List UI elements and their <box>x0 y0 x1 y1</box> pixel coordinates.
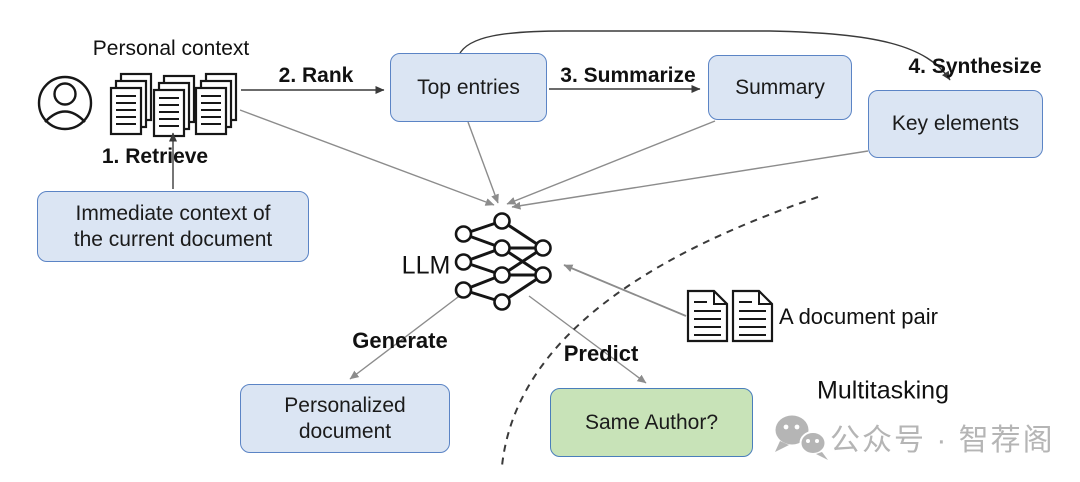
step-retrieve-label: 1. Retrieve <box>101 145 209 168</box>
arrow-summary-to-llm <box>506 120 716 205</box>
dashed-boundary-line <box>501 196 819 467</box>
key-elements-box: Key elements <box>868 90 1043 158</box>
document-stack-icon <box>109 72 238 138</box>
llm-label: LLM <box>401 251 451 280</box>
predict-label: Predict <box>563 341 639 366</box>
generate-label: Generate <box>352 328 448 353</box>
same-author-box: Same Author? <box>550 388 753 457</box>
step-synthesize-label: 4. Synthesize <box>908 55 1042 78</box>
arrow-synthesize <box>458 30 951 81</box>
document-pair-icon <box>686 289 774 343</box>
multitasking-label: Multitasking <box>817 376 949 405</box>
wechat-icon <box>775 415 828 460</box>
step-rank-label: 2. Rank <box>278 64 354 87</box>
step-summarize-label: 3. Summarize <box>560 64 696 87</box>
document-pair-label: A document pair <box>779 304 938 329</box>
arrow-personal-context-to-llm <box>239 109 495 206</box>
personalized-document-box: Personalized document <box>240 384 450 453</box>
summary-box: Summary <box>708 55 852 120</box>
llm-network-icon <box>454 212 552 311</box>
watermark-label: 公众号 · 智荐阁 <box>830 424 1055 457</box>
arrow-key-elements-to-llm <box>511 150 869 210</box>
arrow-predict <box>528 295 647 384</box>
personal-context-label: Personal context <box>92 37 250 60</box>
immediate-context-box: Immediate context of the current documen… <box>37 191 309 262</box>
arrow-document-pair-to-llm <box>563 264 687 317</box>
person-icon <box>37 75 93 131</box>
top-entries-box: Top entries <box>390 53 547 122</box>
arrow-generate <box>349 293 463 380</box>
arrow-top-entries-to-llm <box>467 121 499 204</box>
